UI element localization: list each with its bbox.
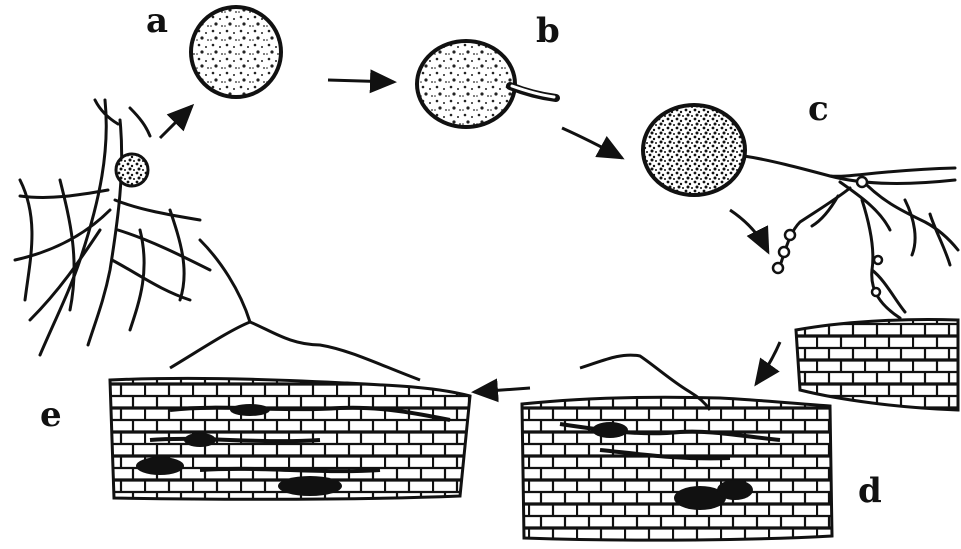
- arrow-d-to-e: [474, 388, 530, 392]
- arrow-b-to-c: [562, 128, 622, 158]
- arrow-c-to-d: [756, 342, 780, 384]
- stage-a-spore: [191, 7, 281, 97]
- stage-c-root-tissue: [796, 319, 958, 410]
- arrow-e-to-a: [160, 106, 192, 138]
- stage-label-b: b: [536, 14, 560, 48]
- arrow-a-to-b: [328, 80, 394, 82]
- arrow-c-to-c-hyphae: [730, 210, 768, 252]
- stage-c-hyphae: [744, 156, 958, 318]
- stage-e-infected-tissue: [15, 100, 470, 499]
- stage-b-germinating-spore: [417, 41, 556, 127]
- stage-label-a: a: [146, 4, 168, 38]
- stage-label-e: e: [40, 398, 62, 432]
- stage-label-c: c: [808, 92, 829, 126]
- stage-e-plant-roots: [15, 100, 250, 355]
- stage-label-d: d: [858, 474, 882, 508]
- stage-c-swellings: [773, 177, 882, 296]
- stage-d-infected-tissue: [522, 355, 832, 540]
- stage-c-spore-with-hyphae: [643, 105, 958, 410]
- stage-e-root-spore: [116, 154, 148, 186]
